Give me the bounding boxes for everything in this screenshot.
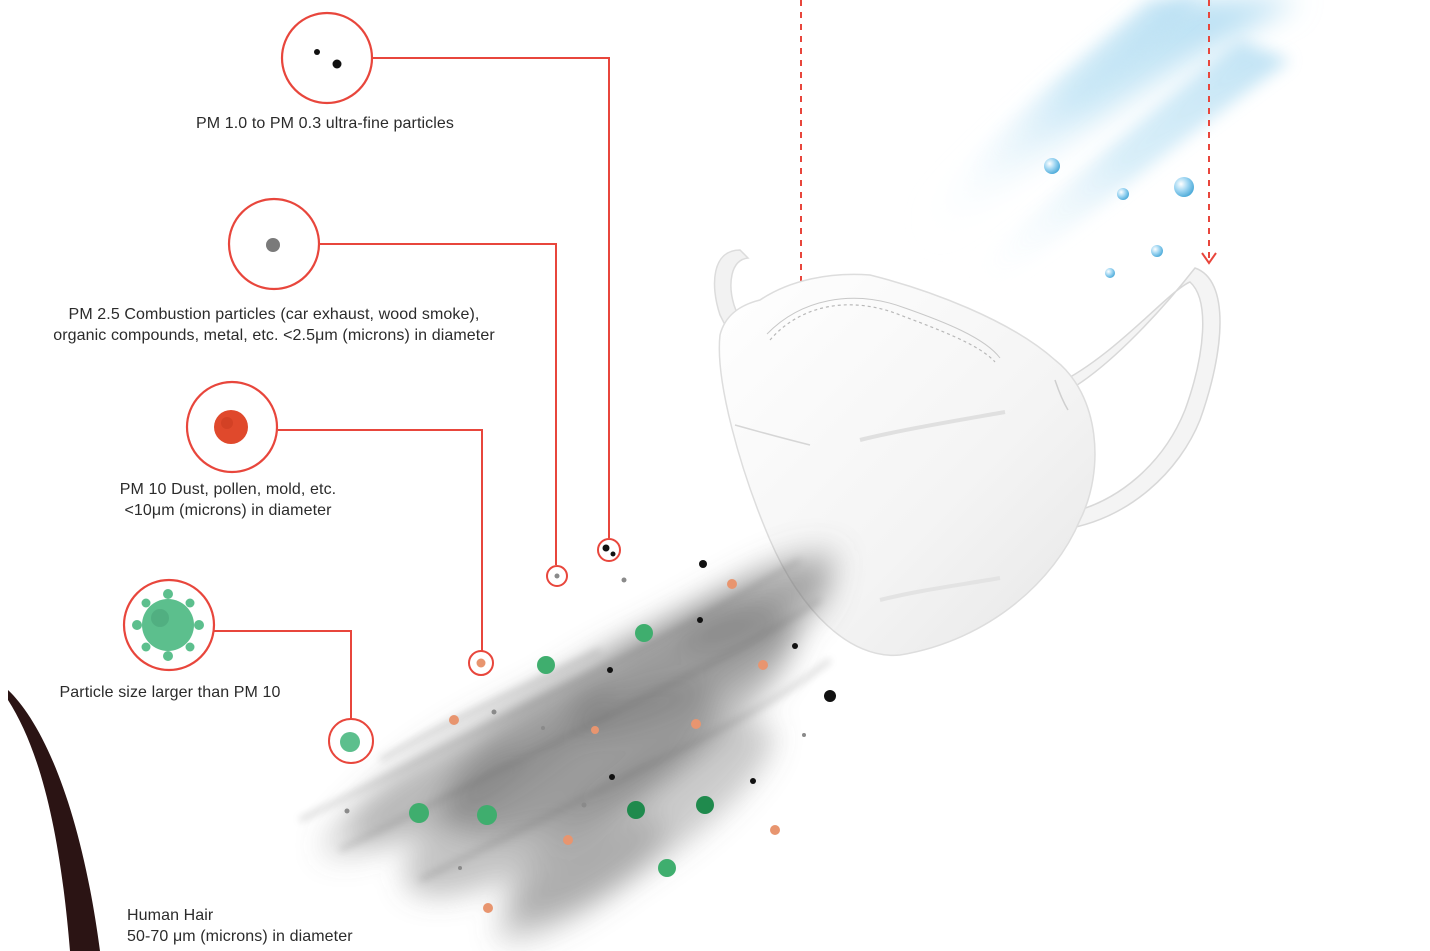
pm10-label-line-1: PM 10 Dust, pollen, mold, etc. — [78, 479, 378, 500]
large-particle-label: Particle size larger than PM 10 — [20, 682, 320, 703]
callout-pm10-endpoint — [469, 651, 493, 675]
pm10-label: PM 10 Dust, pollen, mold, etc. <10μm (mi… — [78, 479, 378, 521]
pm25-label-line-2: organic compounds, metal, etc. <2.5μm (m… — [14, 325, 534, 346]
clean-airflow-icon — [930, 0, 1300, 300]
pm1-label-line: PM 1.0 to PM 0.3 ultra-fine particles — [150, 113, 500, 134]
callout-pm25-icon — [229, 199, 319, 289]
smoke-cloud — [309, 529, 853, 951]
human-hair-icon — [8, 690, 100, 951]
callout-pm1-icon — [282, 13, 372, 103]
human-hair-label-line-2: 50-70 μm (microns) in diameter — [127, 926, 427, 947]
human-hair-label: Human Hair 50-70 μm (microns) in diamete… — [127, 905, 427, 947]
pm25-label-line-1: PM 2.5 Combustion particles (car exhaust… — [14, 304, 534, 325]
large-particle-label-line: Particle size larger than PM 10 — [20, 682, 320, 703]
pm1-label: PM 1.0 to PM 0.3 ultra-fine particles — [150, 113, 500, 134]
callout-large-endpoint — [329, 719, 373, 763]
callout-pm25-endpoint — [547, 566, 567, 586]
callout-large-particle-icon — [124, 580, 214, 670]
pm10-label-line-2: <10μm (microns) in diameter — [78, 500, 378, 521]
callout-pm1-endpoint — [598, 539, 620, 561]
callout-connectors — [214, 58, 609, 719]
human-hair-label-line-1: Human Hair — [127, 905, 427, 926]
callout-pm10-icon — [187, 382, 277, 472]
pm25-label: PM 2.5 Combustion particles (car exhaust… — [14, 304, 534, 346]
